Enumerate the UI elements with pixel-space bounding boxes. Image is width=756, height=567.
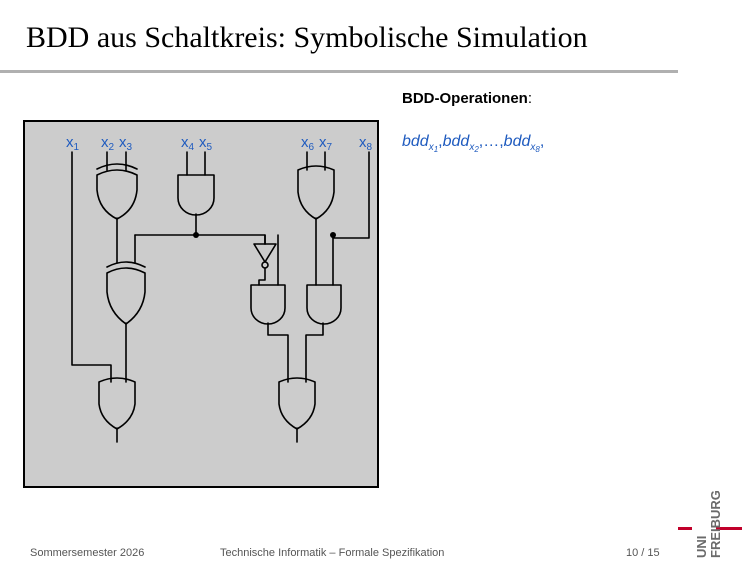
or-gate-2: [98, 377, 136, 430]
title-rule: [0, 70, 678, 73]
input-label-x6: x6: [301, 134, 315, 153]
and-gate-3: [306, 284, 342, 325]
footer-page-number: 10 / 15: [626, 547, 660, 559]
wire-not-out: [258, 267, 266, 286]
xor-gate-1: [96, 163, 138, 220]
input-label-x2: x2: [101, 134, 115, 153]
ops-heading-colon: :: [527, 90, 533, 107]
wire-x1: [71, 151, 112, 383]
circuit-diagram: x1 x2 x3 x4 x5 x6 x7 x8: [23, 120, 379, 488]
footer-course: Technische Informatik – Formale Spezifik…: [220, 547, 445, 559]
wire-and2-out: [267, 322, 289, 383]
input-label-x1: x1: [66, 134, 80, 153]
ops-heading: BDD-Operationen:: [402, 89, 532, 109]
bdd-x2: bddx2: [442, 133, 479, 154]
wire-and3-out: [305, 322, 324, 383]
uni-freiburg-logo: UNI FREIBURG: [678, 490, 742, 558]
input-label-x8: x8: [359, 134, 373, 153]
slide-title: BDD aus Schaltkreis: Symbolische Simulat…: [26, 21, 588, 54]
junction-dot-2: [330, 232, 336, 238]
svg-text:FREIBURG: FREIBURG: [708, 490, 723, 558]
wire-x8: [332, 151, 370, 239]
junction-dot-1: [193, 232, 199, 238]
and-gate-2: [250, 284, 286, 325]
or-gate-3: [278, 377, 316, 430]
bdd-variable-list: bddx1,bddx2,…,bddx8,: [402, 133, 545, 154]
input-label-x5: x5: [199, 134, 213, 153]
ellipsis: …: [483, 133, 500, 150]
or-gate-1: [297, 165, 335, 220]
input-labels: x1 x2 x3 x4 x5 x6 x7 x8: [66, 134, 373, 153]
input-label-x7: x7: [319, 134, 333, 153]
xor-gate-2: [106, 261, 146, 325]
bdd-x1: bddx1: [402, 133, 439, 154]
svg-text:UNI: UNI: [694, 536, 709, 558]
not-gate: [253, 243, 277, 269]
and-gate-1: [177, 174, 215, 216]
bdd-x8: bddx8: [503, 133, 540, 154]
footer-semester: Sommersemester 2026: [30, 547, 145, 559]
ops-heading-label: BDD-Operationen: [402, 90, 528, 107]
circuit-background: [23, 120, 379, 488]
input-label-x4: x4: [181, 134, 195, 153]
input-label-x3: x3: [119, 134, 133, 153]
